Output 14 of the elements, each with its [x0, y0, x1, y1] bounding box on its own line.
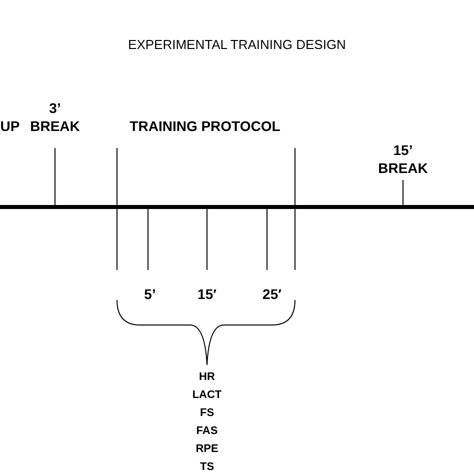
- measure-label: HR: [198, 370, 216, 384]
- phase-label: UP: [0, 117, 21, 135]
- measure-label: FAS: [195, 424, 219, 438]
- measure-label: RPE: [194, 442, 220, 456]
- measure-label: FS: [198, 406, 216, 420]
- phase-label: 3’ BREAK: [29, 99, 81, 135]
- time-label: 5’: [143, 285, 157, 303]
- measure-label: LACT: [191, 388, 223, 402]
- title: EXPERIMENTAL TRAINING DESIGN: [127, 37, 347, 52]
- phase-label: 15’ BREAK: [377, 141, 429, 177]
- measure-label: TS: [198, 460, 216, 474]
- phase-label: TRAINING PROTOCOL: [128, 117, 282, 135]
- time-label: 15′: [196, 285, 218, 303]
- time-label: 25′: [262, 285, 282, 303]
